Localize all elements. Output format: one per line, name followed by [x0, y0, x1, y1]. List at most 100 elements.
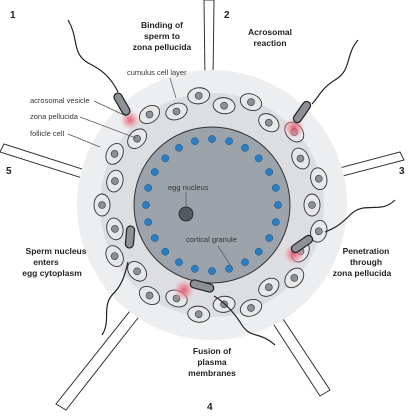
egg-cell	[133, 126, 291, 284]
cumulus-cell	[187, 305, 211, 323]
cortical-granule	[161, 247, 170, 256]
step-5-title-line-2: enters	[33, 257, 59, 267]
cumulus-leader	[169, 77, 177, 99]
zona-pellucida-label: zona pellucida	[30, 112, 79, 121]
cumulus-cell	[105, 245, 124, 267]
cumulus-cell-nucleus	[194, 310, 203, 319]
sperm-5-tail	[101, 261, 129, 336]
cumulus-cell	[303, 193, 321, 217]
cortical-granule	[150, 234, 159, 242]
cumulus-label: cumulus cell layer	[127, 68, 187, 77]
cumulus-cell-nucleus	[110, 150, 119, 158]
cumulus-cell-nucleus	[111, 225, 119, 233]
cumulus-cell	[212, 97, 236, 115]
cortical-granule	[191, 137, 199, 146]
cumulus-cell-nucleus	[110, 252, 119, 260]
sperm-3-head	[290, 234, 314, 254]
step-4-title: Fusion of plasma membranes	[188, 346, 236, 378]
cumulus-cell	[258, 113, 280, 133]
cortical-granule	[265, 234, 274, 242]
cumulus-cell-nucleus	[264, 118, 273, 127]
cortical-granule	[271, 218, 280, 226]
cumulus-cell	[105, 143, 124, 165]
cumulus-cell	[127, 261, 147, 282]
step-4-title-line-1: Fusion of	[193, 346, 231, 356]
sperm-4-head	[189, 279, 215, 293]
acrosomal-vesicle-leader	[93, 100, 127, 117]
sperm-1-head	[113, 92, 131, 116]
cumulus-cell-nucleus	[308, 201, 316, 209]
cumulus-cell	[258, 277, 280, 297]
step-5-number: 5	[6, 166, 12, 177]
cumulus-cell	[165, 102, 188, 121]
cortical-granule	[191, 264, 199, 273]
sperm-2-tail	[311, 39, 359, 105]
cortical-granule	[175, 258, 183, 267]
step-4-title-line-2: plasma	[197, 357, 227, 367]
step-5-title-line-3: egg cytoplasm	[22, 268, 82, 278]
step-2-number: 2	[224, 10, 230, 21]
cumulus-cell-nucleus	[194, 92, 203, 100]
cumulus-cell-nucleus	[145, 110, 154, 119]
step-3-title-line-1: Penetration	[343, 246, 390, 256]
cumulus-cell-nucleus	[290, 274, 299, 282]
cortical-granule	[254, 247, 263, 256]
cumulus-cell	[239, 299, 263, 317]
sperm-1-tail	[67, 19, 119, 93]
step-4-number: 4	[207, 402, 213, 413]
follicle-cell-label: follicle cell	[30, 129, 65, 138]
sperm-4-tail	[213, 295, 276, 346]
cortical-granules	[142, 135, 282, 275]
cortical-granule-label: cortical granule	[186, 235, 237, 244]
cortical-granule	[225, 137, 233, 146]
step-3-title-line-2: through	[350, 257, 382, 267]
cumulus-cell-nucleus	[98, 201, 106, 209]
cumulus-cell	[291, 147, 310, 170]
cortical-granule	[241, 143, 249, 152]
cortical-granule	[208, 135, 216, 143]
cumulus-cell	[127, 128, 147, 149]
cumulus-cell-nucleus	[314, 227, 323, 236]
step-3-title: Penetration through zona pellucida	[333, 246, 392, 278]
step-1-title-line-2: sperm to	[144, 31, 180, 41]
egg-nucleus-label: egg nucleus	[168, 183, 209, 192]
sperm-5-head	[124, 225, 136, 249]
cumulus-cell-nucleus	[133, 267, 141, 276]
step-1-title-line-3: zona pellucida	[133, 42, 192, 52]
cumulus-cell-nucleus	[247, 98, 255, 106]
step-1-number: 1	[10, 10, 16, 21]
cumulus-cell	[138, 285, 161, 306]
step-2-title-line-1: Acrosomal	[248, 27, 292, 37]
step-1-title: Binding of sperm to zona pellucida	[133, 20, 192, 52]
step-3-number: 3	[399, 166, 405, 177]
step-2-title-line-2: reaction	[253, 38, 286, 48]
cortical-granule-leader	[217, 245, 233, 269]
cortical-granule	[161, 154, 170, 163]
follicle-cell-leader	[67, 133, 101, 148]
sperm-group	[67, 19, 396, 346]
cumulus-cell-nucleus	[247, 304, 255, 312]
step-2-title: Acrosomal reaction	[248, 27, 292, 48]
cumulus-cell	[310, 219, 328, 243]
acrosomal-vesicle-label: acrosomal vesicle	[30, 96, 90, 105]
cumulus-cells	[93, 87, 328, 323]
cortical-granule	[271, 184, 280, 192]
step-4-title-line-3: membranes	[188, 368, 236, 378]
cumulus-cell-nucleus	[314, 174, 323, 183]
cortical-granule	[150, 168, 159, 176]
cumulus-cell	[93, 193, 111, 217]
cumulus-cell-nucleus	[111, 177, 119, 185]
cumulus-cell-nucleus	[296, 154, 305, 163]
sperm-4-glow	[173, 279, 195, 301]
cortical-granule	[265, 168, 274, 176]
cortical-granule	[142, 201, 150, 209]
cumulus-cell	[187, 87, 211, 105]
sperm-2-head	[292, 100, 312, 124]
cumulus-cell-nucleus	[133, 134, 141, 143]
cumulus-cell	[106, 217, 124, 241]
cortical-granule	[254, 154, 263, 163]
step-5-title: Sperm nucleus enters egg cytoplasm	[22, 246, 87, 278]
cortical-granule	[225, 264, 233, 273]
